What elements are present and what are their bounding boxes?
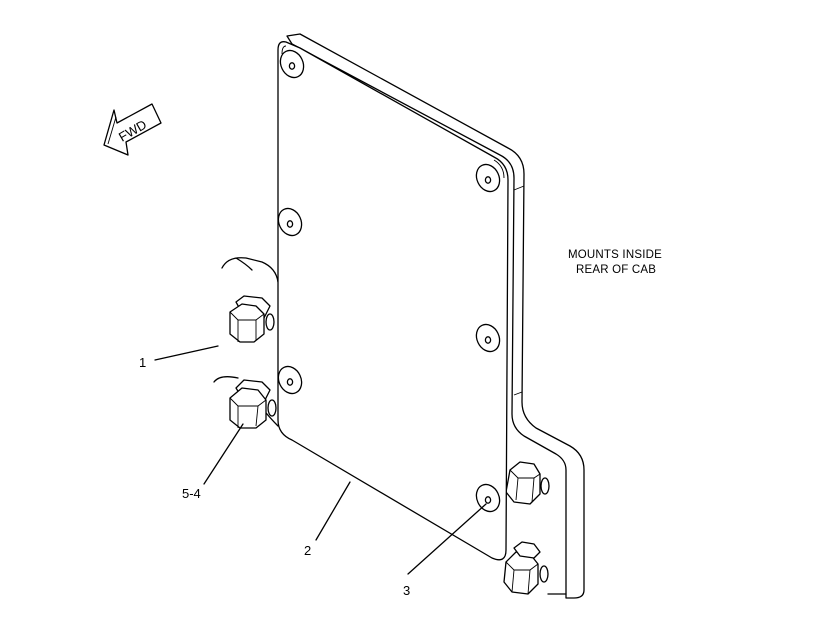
callout-3: 3 [403, 583, 410, 598]
plate-grommets [277, 49, 501, 513]
leader-line-5-4 [203, 423, 244, 485]
bolt-upper-left [229, 295, 275, 343]
callout-1: 1 [139, 355, 146, 370]
cover-plate [277, 41, 509, 561]
bolt-lower-left [229, 379, 277, 429]
note-line-1: MOUNTS INSIDE [568, 249, 662, 261]
callout-5-4: 5-4 [182, 486, 201, 501]
mounting-bracket [286, 33, 585, 599]
leader-line-1 [154, 345, 219, 361]
bracket-bolt-upper [505, 461, 550, 505]
forward-arrow-icon: FWD [103, 103, 162, 156]
note-line-2: REAR OF CAB [576, 264, 656, 276]
bracket-bolt-lower [503, 541, 549, 595]
callout-2: 2 [304, 543, 311, 558]
leader-line-2 [315, 481, 351, 541]
leader-line-3 [407, 503, 487, 575]
left-clip-upper [221, 257, 279, 283]
